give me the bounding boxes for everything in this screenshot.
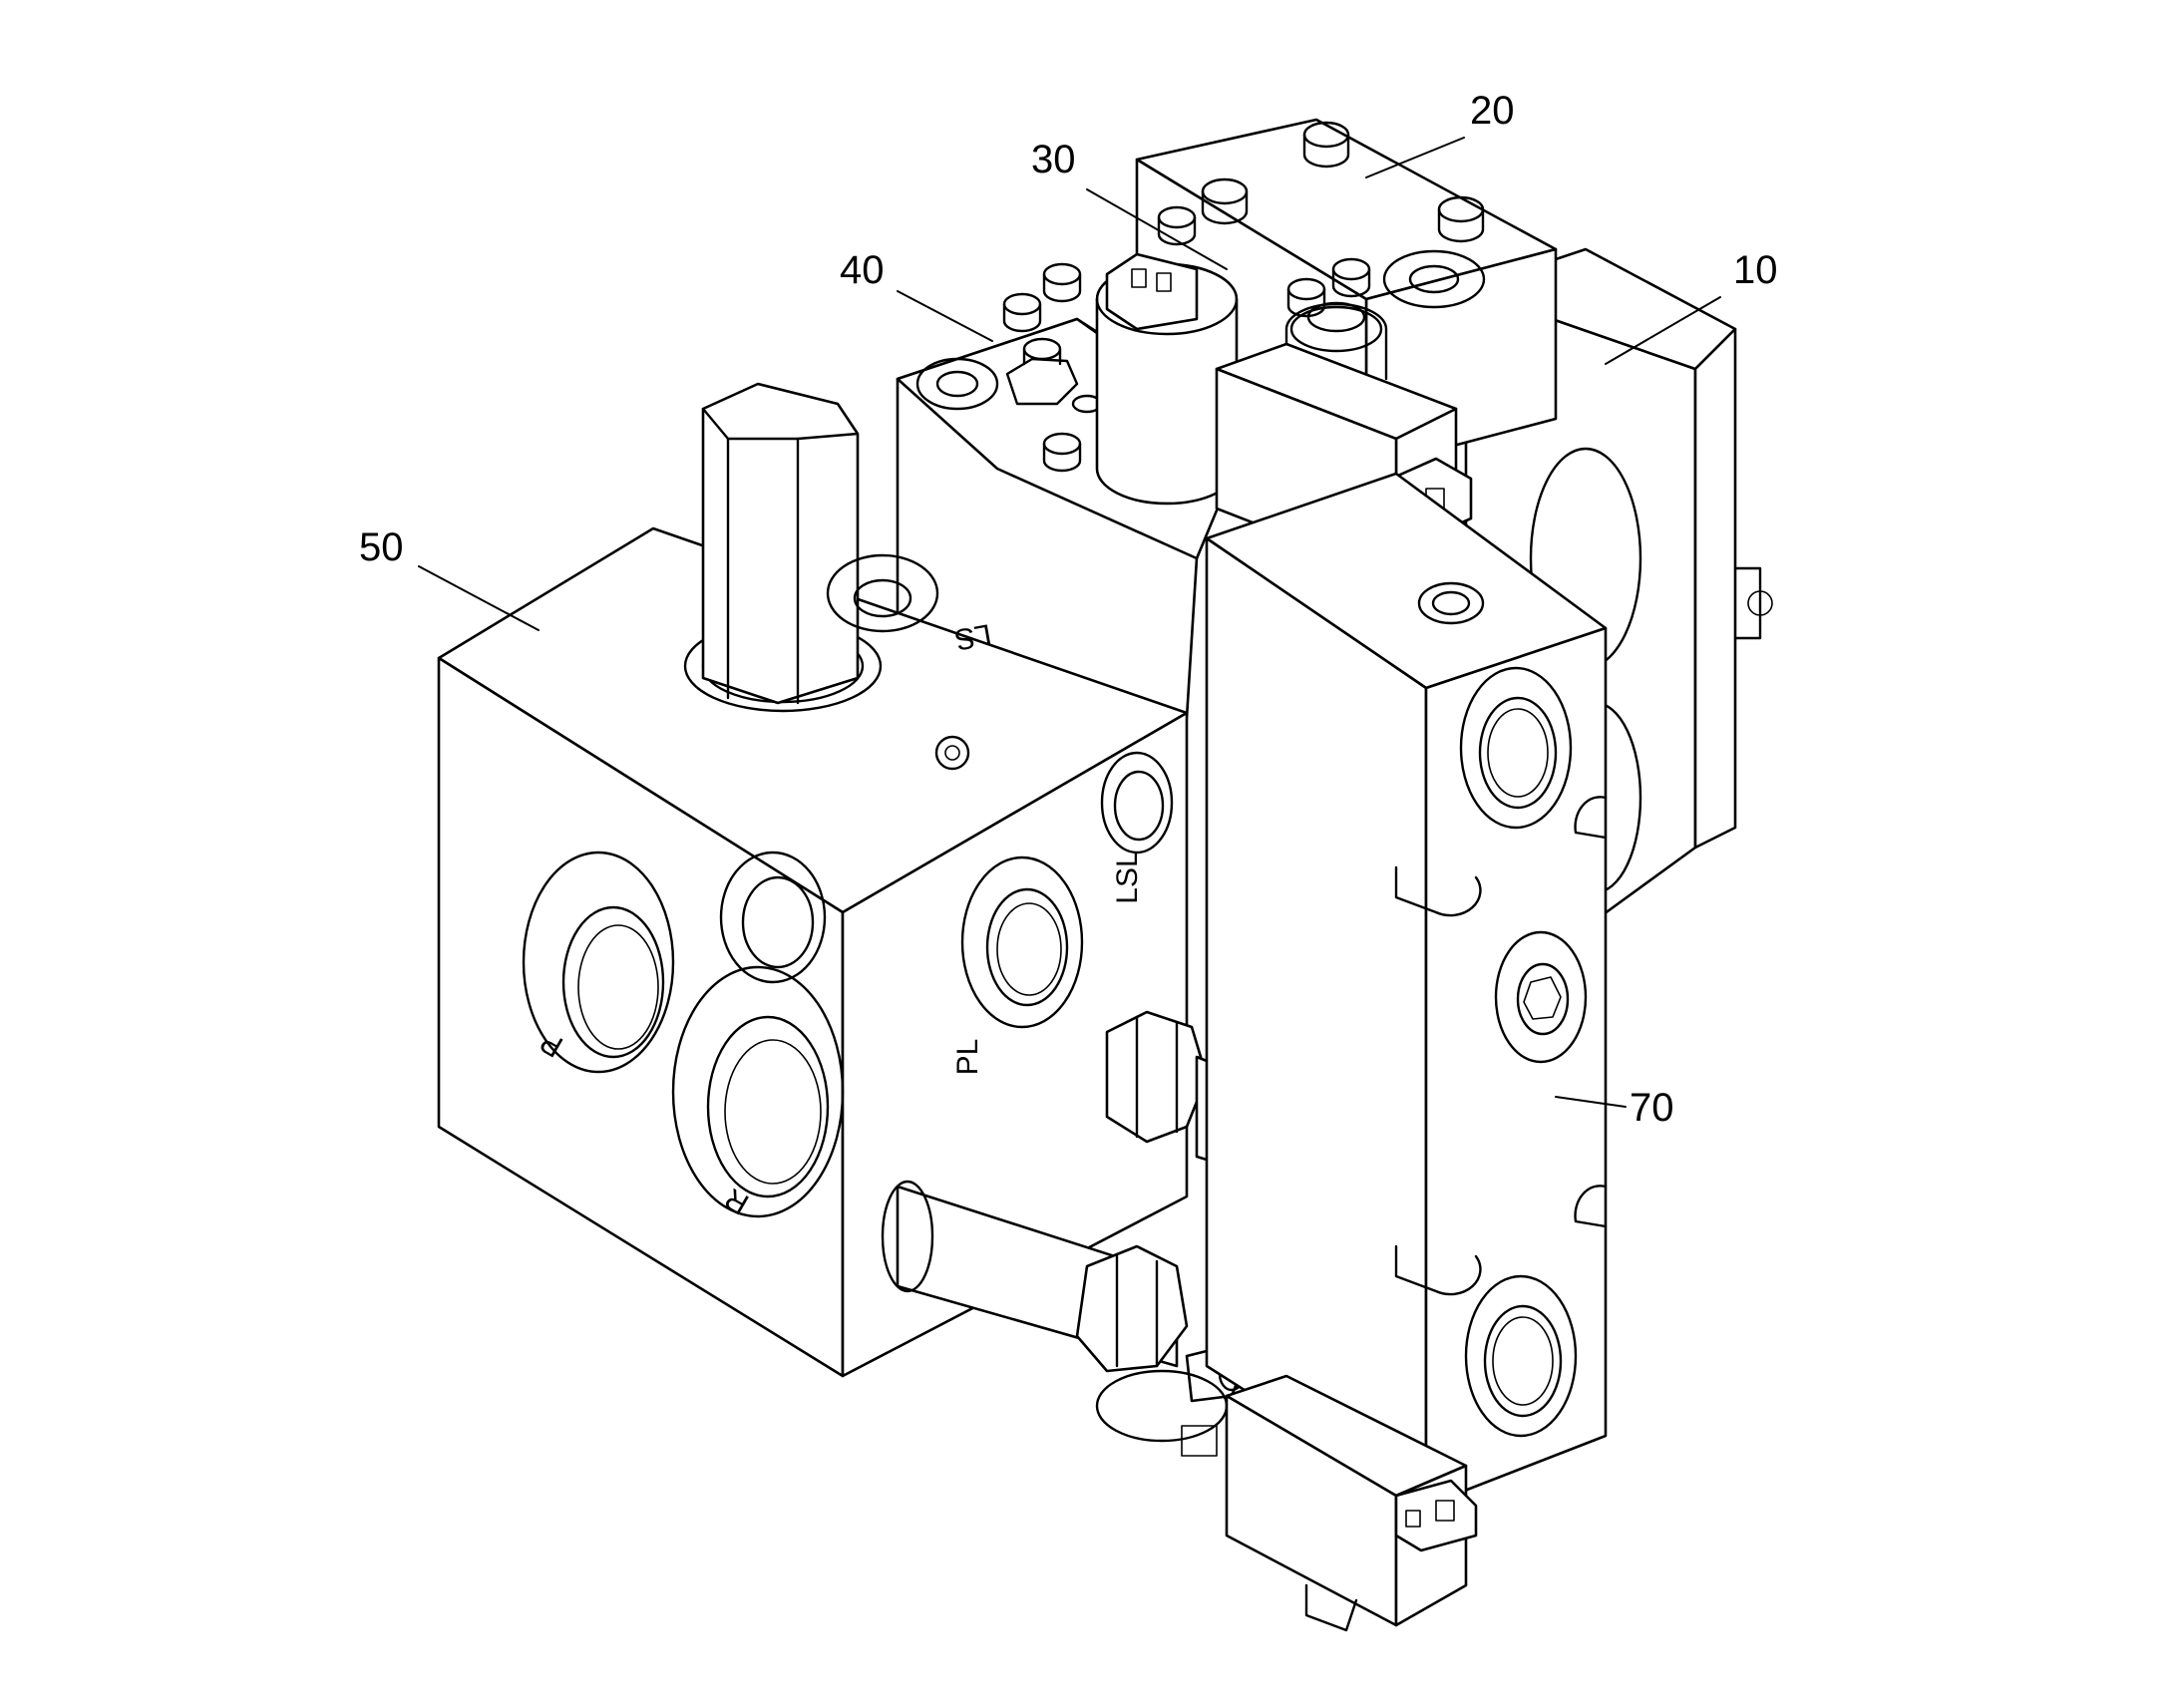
part-70-front-plate xyxy=(1205,472,1608,1508)
lower-cylinder xyxy=(881,1180,1246,1443)
svg-text:50: 50 xyxy=(359,525,404,569)
bolt xyxy=(1042,262,1082,303)
svg-text:70: 70 xyxy=(1630,1086,1674,1130)
bolt xyxy=(1302,121,1350,169)
port-label-lsl: LSL xyxy=(1111,851,1144,903)
bottom-solenoid xyxy=(1181,1374,1478,1632)
bolt xyxy=(1437,195,1485,243)
callout-40: 40 xyxy=(840,248,993,342)
bolt xyxy=(1002,292,1042,333)
port-pl xyxy=(960,855,1084,1029)
bolt xyxy=(1157,205,1197,246)
plate-port-bottom xyxy=(1464,1274,1578,1438)
svg-text:10: 10 xyxy=(1733,248,1778,292)
port-r xyxy=(671,965,845,1218)
hex-plug xyxy=(683,382,883,713)
svg-text:40: 40 xyxy=(840,248,885,292)
callout-30: 30 xyxy=(1031,138,1228,270)
bolt xyxy=(1331,257,1371,298)
svg-text:20: 20 xyxy=(1470,89,1515,133)
port-label-ls: LS xyxy=(952,617,994,656)
svg-text:30: 30 xyxy=(1031,138,1076,181)
plate-port-middle xyxy=(1494,930,1588,1064)
callout-20: 20 xyxy=(1365,89,1515,178)
callout-50: 50 xyxy=(359,525,540,631)
port-lsl xyxy=(1100,751,1174,854)
bolt xyxy=(1042,432,1082,473)
callout-70: 70 xyxy=(1555,1086,1674,1130)
plate-port-top xyxy=(1459,666,1573,830)
port-label-pl: PL xyxy=(951,1039,984,1076)
port-p xyxy=(522,851,675,1074)
fitting-nut xyxy=(1005,337,1079,406)
bolt xyxy=(1201,177,1249,225)
callout-10: 10 xyxy=(1605,248,1778,365)
part-30-solenoid xyxy=(1095,205,1371,506)
